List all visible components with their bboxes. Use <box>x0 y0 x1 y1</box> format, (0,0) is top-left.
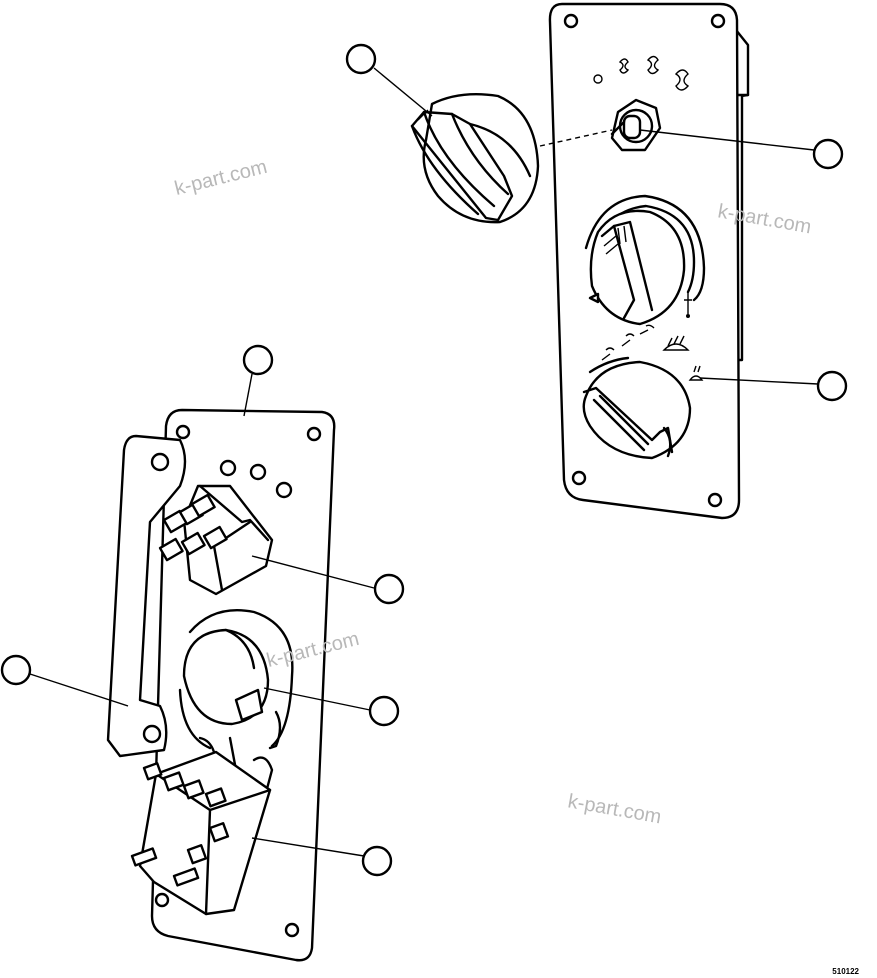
switch-shaft <box>610 98 662 152</box>
defrost-icon <box>662 335 704 381</box>
drawing-code: 510122 <box>832 967 859 976</box>
callout-balloon <box>345 43 377 75</box>
fan-speed-icon <box>593 55 690 91</box>
switch-assembly-rear <box>106 408 336 962</box>
callout-balloon <box>242 344 274 376</box>
callout-leaders <box>29 67 819 857</box>
callout-balloon <box>0 654 32 686</box>
callout-balloon <box>368 695 400 727</box>
temperature-knob <box>584 194 706 326</box>
upper-connector <box>158 484 274 596</box>
callout-balloon <box>812 138 844 170</box>
callout-balloon <box>373 573 405 605</box>
loose-control-knob <box>410 93 613 224</box>
callout-balloons <box>0 43 848 877</box>
callout-balloon <box>361 845 393 877</box>
control-panel-front <box>548 2 750 520</box>
air-direction-icon <box>601 324 655 361</box>
air-direction-knob <box>582 324 704 460</box>
rotary-switch <box>178 609 294 750</box>
callout-balloon <box>816 370 848 402</box>
lower-switch-block <box>130 736 274 916</box>
